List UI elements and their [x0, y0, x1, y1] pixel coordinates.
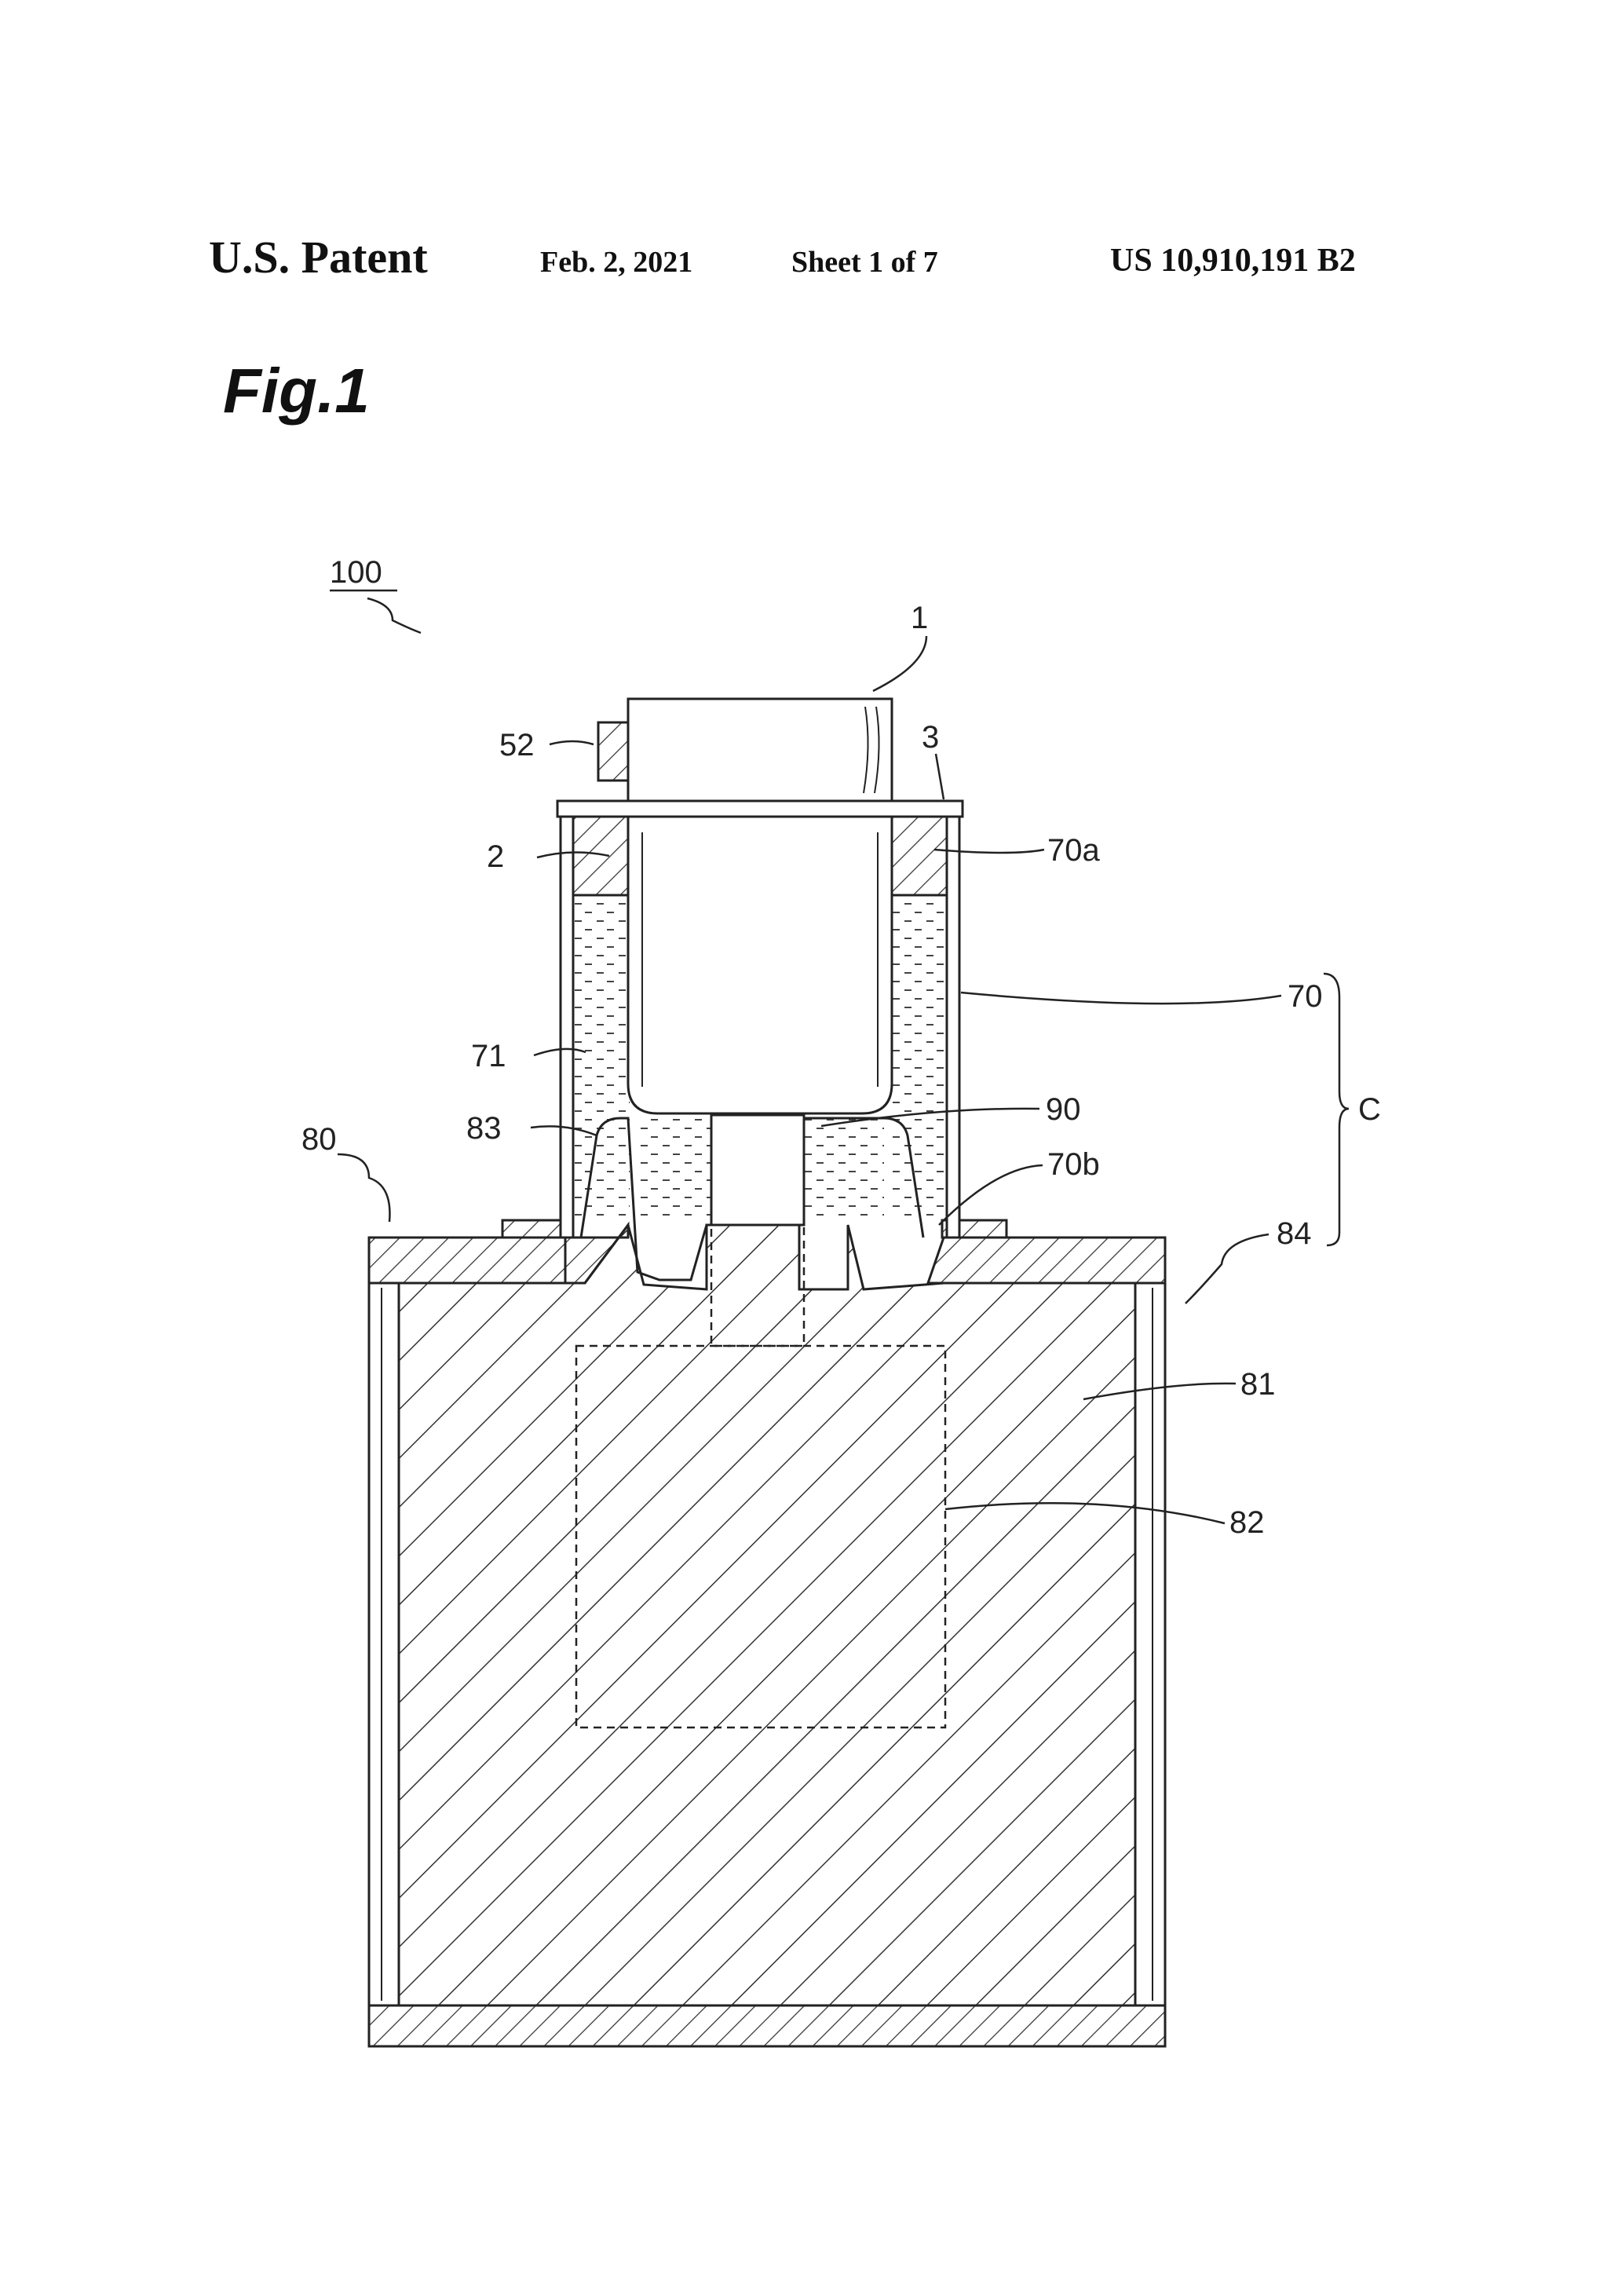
main-block: [367, 985, 1167, 2048]
ref-83: 83: [466, 1111, 502, 1146]
unit-1: [556, 697, 964, 818]
patent-number: US 10,910,191 B2: [1110, 243, 1356, 279]
ref-70b: 70b: [1047, 1147, 1100, 1182]
container-2: [627, 817, 893, 1115]
liquid-71-right: [890, 895, 947, 1217]
ref-1: 1: [911, 601, 928, 635]
patent-date: Feb. 2, 2021: [540, 246, 693, 279]
casing-left-wall: [367, 1281, 400, 2007]
ref-70: 70: [1288, 979, 1323, 1014]
housing-left-wall: [559, 815, 575, 1239]
housing-70: [501, 815, 1008, 1281]
ref-80: 80: [301, 1122, 337, 1157]
ref-82: 82: [1229, 1505, 1265, 1540]
leader-lines: [330, 589, 1350, 1525]
ref-100: 100: [330, 555, 382, 590]
patent-label: U.S. Patent: [209, 232, 428, 283]
casing-right-wall: [1134, 1281, 1167, 2007]
sheet-number: Sheet 1 of 7: [791, 246, 938, 279]
cap-body: [627, 697, 893, 803]
ref-52: 52: [499, 728, 535, 762]
ref-3: 3: [922, 720, 939, 755]
ref-90: 90: [1046, 1092, 1081, 1127]
ref-71: 71: [471, 1039, 506, 1073]
liquid-71-left: [573, 895, 630, 1217]
ref-81: 81: [1240, 1367, 1276, 1402]
ref-c: C: [1358, 1092, 1381, 1127]
housing-right-wall: [945, 815, 961, 1239]
probe-90-head: [710, 1113, 806, 1227]
protrusion-83: [579, 1117, 925, 1281]
figure-title: Fig.1: [223, 356, 370, 426]
ref-70a: 70a: [1047, 833, 1100, 868]
core-81: [397, 1222, 1137, 2007]
insert-82: [575, 1344, 947, 1729]
seal-70a-left: [572, 815, 630, 897]
seal-70a-right: [890, 815, 948, 897]
ref-84: 84: [1277, 1216, 1312, 1251]
lid-3: [556, 799, 964, 818]
reference-labels: 100 1 52 3 2 70a 70 71 90 C 83 70b 80 84…: [301, 555, 1381, 1540]
bottom-plate: [367, 2004, 1167, 2048]
knob-52: [597, 721, 630, 782]
ref-2: 2: [487, 839, 504, 874]
